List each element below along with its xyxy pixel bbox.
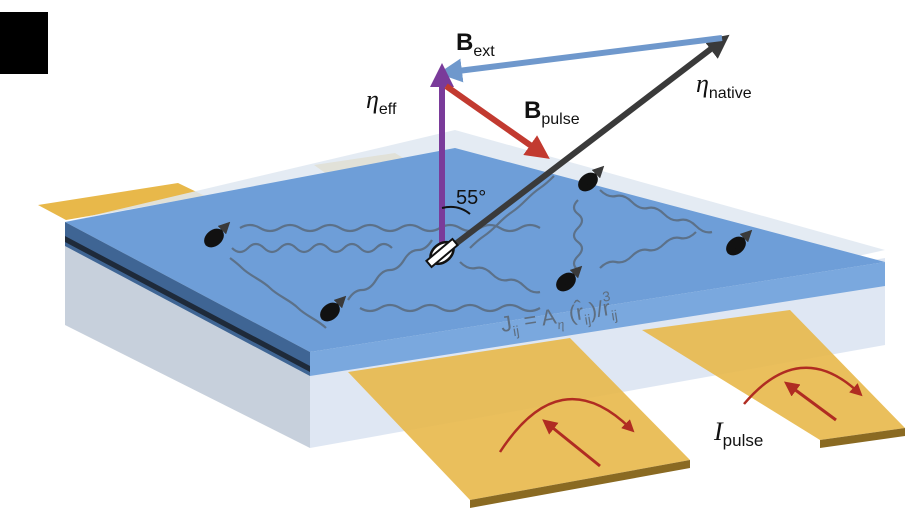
spring	[599, 231, 697, 269]
label-i-pulse: Ipulse	[713, 417, 763, 450]
label-coupling-equation: Jij = Aη (r̂ij)/rij3	[498, 287, 619, 342]
vector-b-pulse	[444, 83, 550, 159]
spin-left	[204, 221, 231, 248]
film-dark-stripe	[65, 236, 310, 372]
current-arc-right	[743, 366, 863, 405]
central-spin-icon	[424, 237, 460, 269]
spin-arrow-icon	[732, 229, 753, 250]
label-eta-native: ηnative	[696, 69, 752, 102]
electrode-back-left	[38, 183, 205, 220]
spin-bottom-mid	[556, 265, 583, 292]
spin-arrow-icon	[584, 165, 605, 186]
central-spin	[424, 237, 460, 269]
spin-bottom-left	[320, 295, 347, 322]
coupling-springs	[229, 175, 713, 329]
label-b-ext: Bext	[456, 29, 495, 60]
spring	[599, 189, 713, 234]
spring	[572, 199, 584, 271]
spring	[347, 239, 433, 301]
panel-label-box	[0, 12, 48, 74]
current-arrow-left	[542, 419, 601, 468]
electrode-front-right	[642, 310, 905, 440]
spring	[469, 175, 555, 249]
vector-b-ext	[438, 35, 723, 83]
spin-arrow-icon	[562, 265, 583, 286]
film-front-edge	[310, 262, 885, 376]
spin-top	[578, 165, 605, 192]
spring	[359, 303, 541, 313]
spring	[229, 257, 327, 329]
substrate-left-face	[65, 234, 310, 448]
current-arc-left	[498, 397, 635, 453]
spring	[239, 223, 541, 233]
spring	[231, 242, 393, 254]
electrode-front-left-edge	[470, 460, 690, 508]
spin-arrow-icon	[210, 221, 231, 242]
electrode-front-right-edge	[820, 428, 905, 448]
current-arrow-right	[783, 381, 837, 422]
spin-arrow-icon	[326, 295, 347, 316]
spring	[459, 261, 541, 294]
label-eta-eff: ηeff	[366, 85, 397, 118]
vector-eta-native	[443, 34, 730, 255]
spin-right	[726, 229, 753, 256]
electrode-front-left	[348, 338, 690, 500]
angle-arc	[441, 205, 471, 215]
label-b-pulse: Bpulse	[524, 97, 580, 128]
label-angle: 55°	[456, 187, 486, 209]
film-top	[65, 148, 885, 352]
